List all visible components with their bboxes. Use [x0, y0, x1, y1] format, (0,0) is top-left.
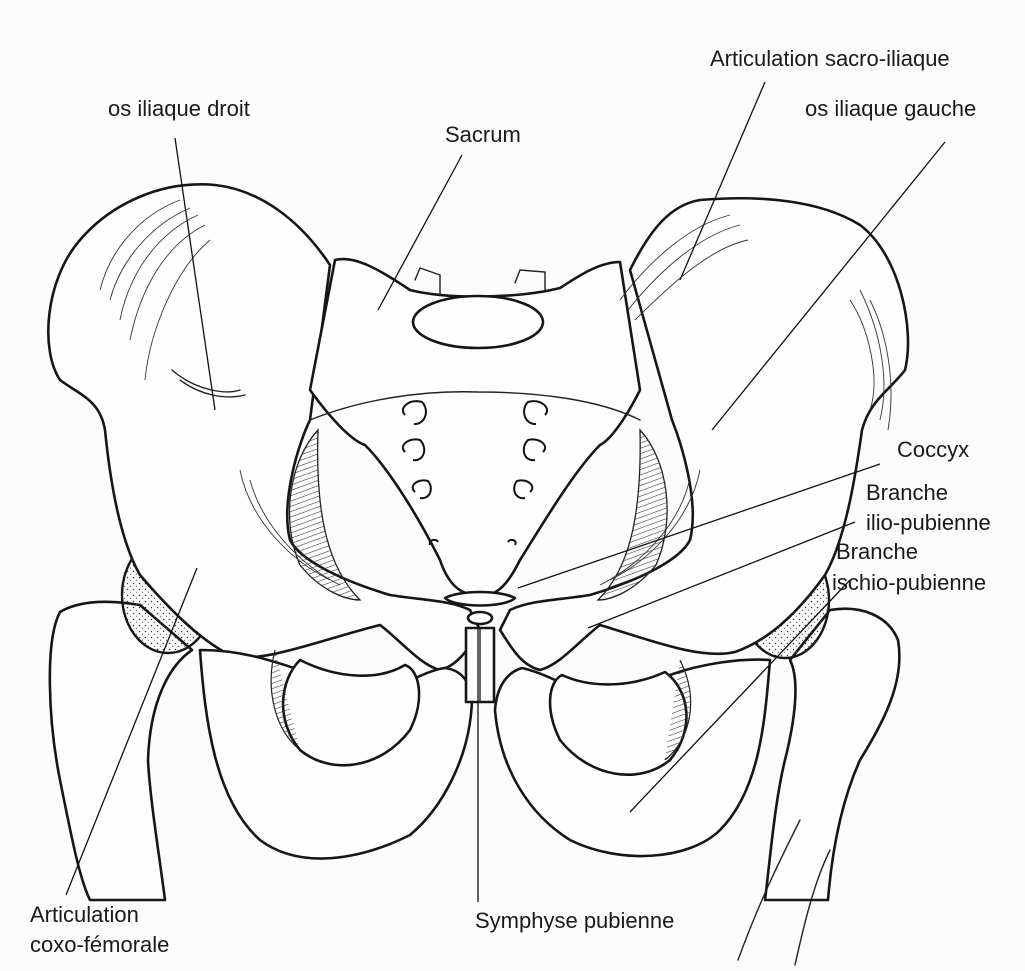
label-articulation-sacro-iliaque: Articulation sacro-iliaque — [710, 46, 950, 72]
label-sacrum: Sacrum — [445, 122, 521, 148]
label-os-iliaque-droit: os iliaque droit — [108, 96, 250, 122]
label-articulation-coxo-line2: coxo-fémorale — [30, 932, 169, 958]
sacral-canal — [413, 296, 543, 348]
label-branche-ischio-line2: ischio-pubienne — [832, 570, 986, 596]
coccyx — [445, 592, 515, 606]
label-branche-ilio-line1: Branche — [866, 480, 948, 506]
label-symphyse-pubienne: Symphyse pubienne — [475, 908, 674, 934]
label-branche-ischio-line1: Branche — [836, 539, 918, 565]
label-branche-ilio-line2: ilio-pubienne — [866, 510, 991, 536]
label-coccyx: Coccyx — [897, 437, 969, 463]
label-articulation-coxo-line1: Articulation — [30, 902, 139, 928]
label-os-iliaque-gauche: os iliaque gauche — [805, 96, 976, 122]
